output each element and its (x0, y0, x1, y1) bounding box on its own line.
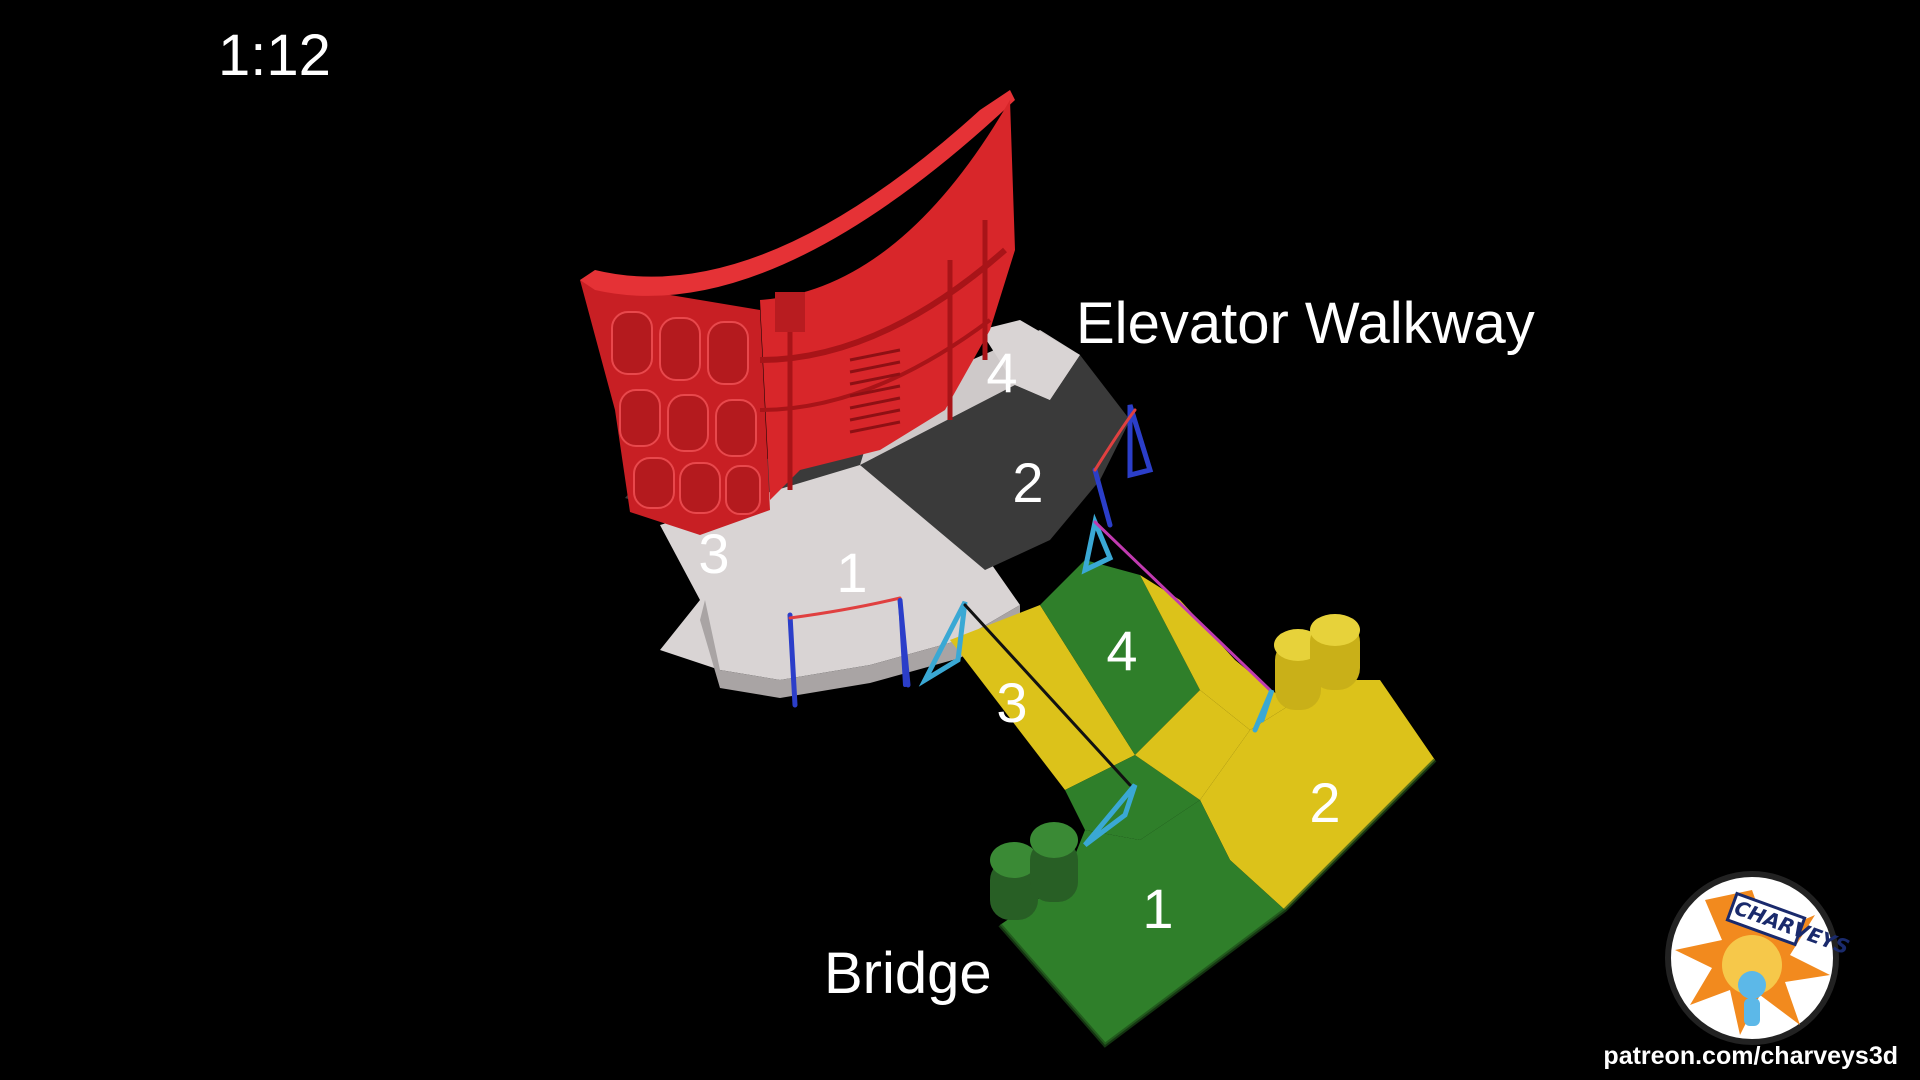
walkway-section-number-4: 4 (986, 341, 1017, 404)
bridge-section-4 (1040, 560, 1200, 755)
bridge-joint-yellow (1140, 575, 1290, 730)
walkway-section-number-1: 1 (836, 541, 867, 604)
bridge-section-number-1: 1 (1142, 877, 1173, 940)
walkway-section-number-3: 3 (698, 522, 729, 585)
bridge-section-number-2: 2 (1309, 771, 1340, 834)
red-wall (580, 90, 1015, 535)
bridge-section-number-3: 3 (996, 671, 1027, 734)
scale-label: 1:12 (218, 23, 331, 88)
walkway-section-number-2: 2 (1012, 451, 1043, 514)
bridge-section-3 (950, 605, 1135, 790)
patreon-link[interactable]: patreon.com/charveys3d (1603, 1042, 1898, 1070)
yellow-canisters (1274, 614, 1360, 710)
railings (787, 404, 1275, 847)
walkway-section-2 (860, 385, 1130, 570)
walkway-section-1-edge (700, 600, 1020, 698)
bridge-label: Bridge (824, 941, 992, 1006)
charveys-logo: CHARVEYS (1665, 871, 1853, 1045)
green-canisters (990, 822, 1078, 920)
bridge-floor (950, 560, 1437, 1048)
bridge-section-1 (1000, 800, 1285, 1045)
bridge-section-number-4: 4 (1106, 619, 1137, 682)
bridge-section-mid-yellow (1135, 690, 1250, 800)
elevator-walkway-floor (625, 320, 1130, 698)
elevator-walkway-label: Elevator Walkway (1076, 291, 1535, 356)
walkway-section-4b (860, 330, 1080, 465)
bridge-section-2 (1200, 680, 1435, 910)
